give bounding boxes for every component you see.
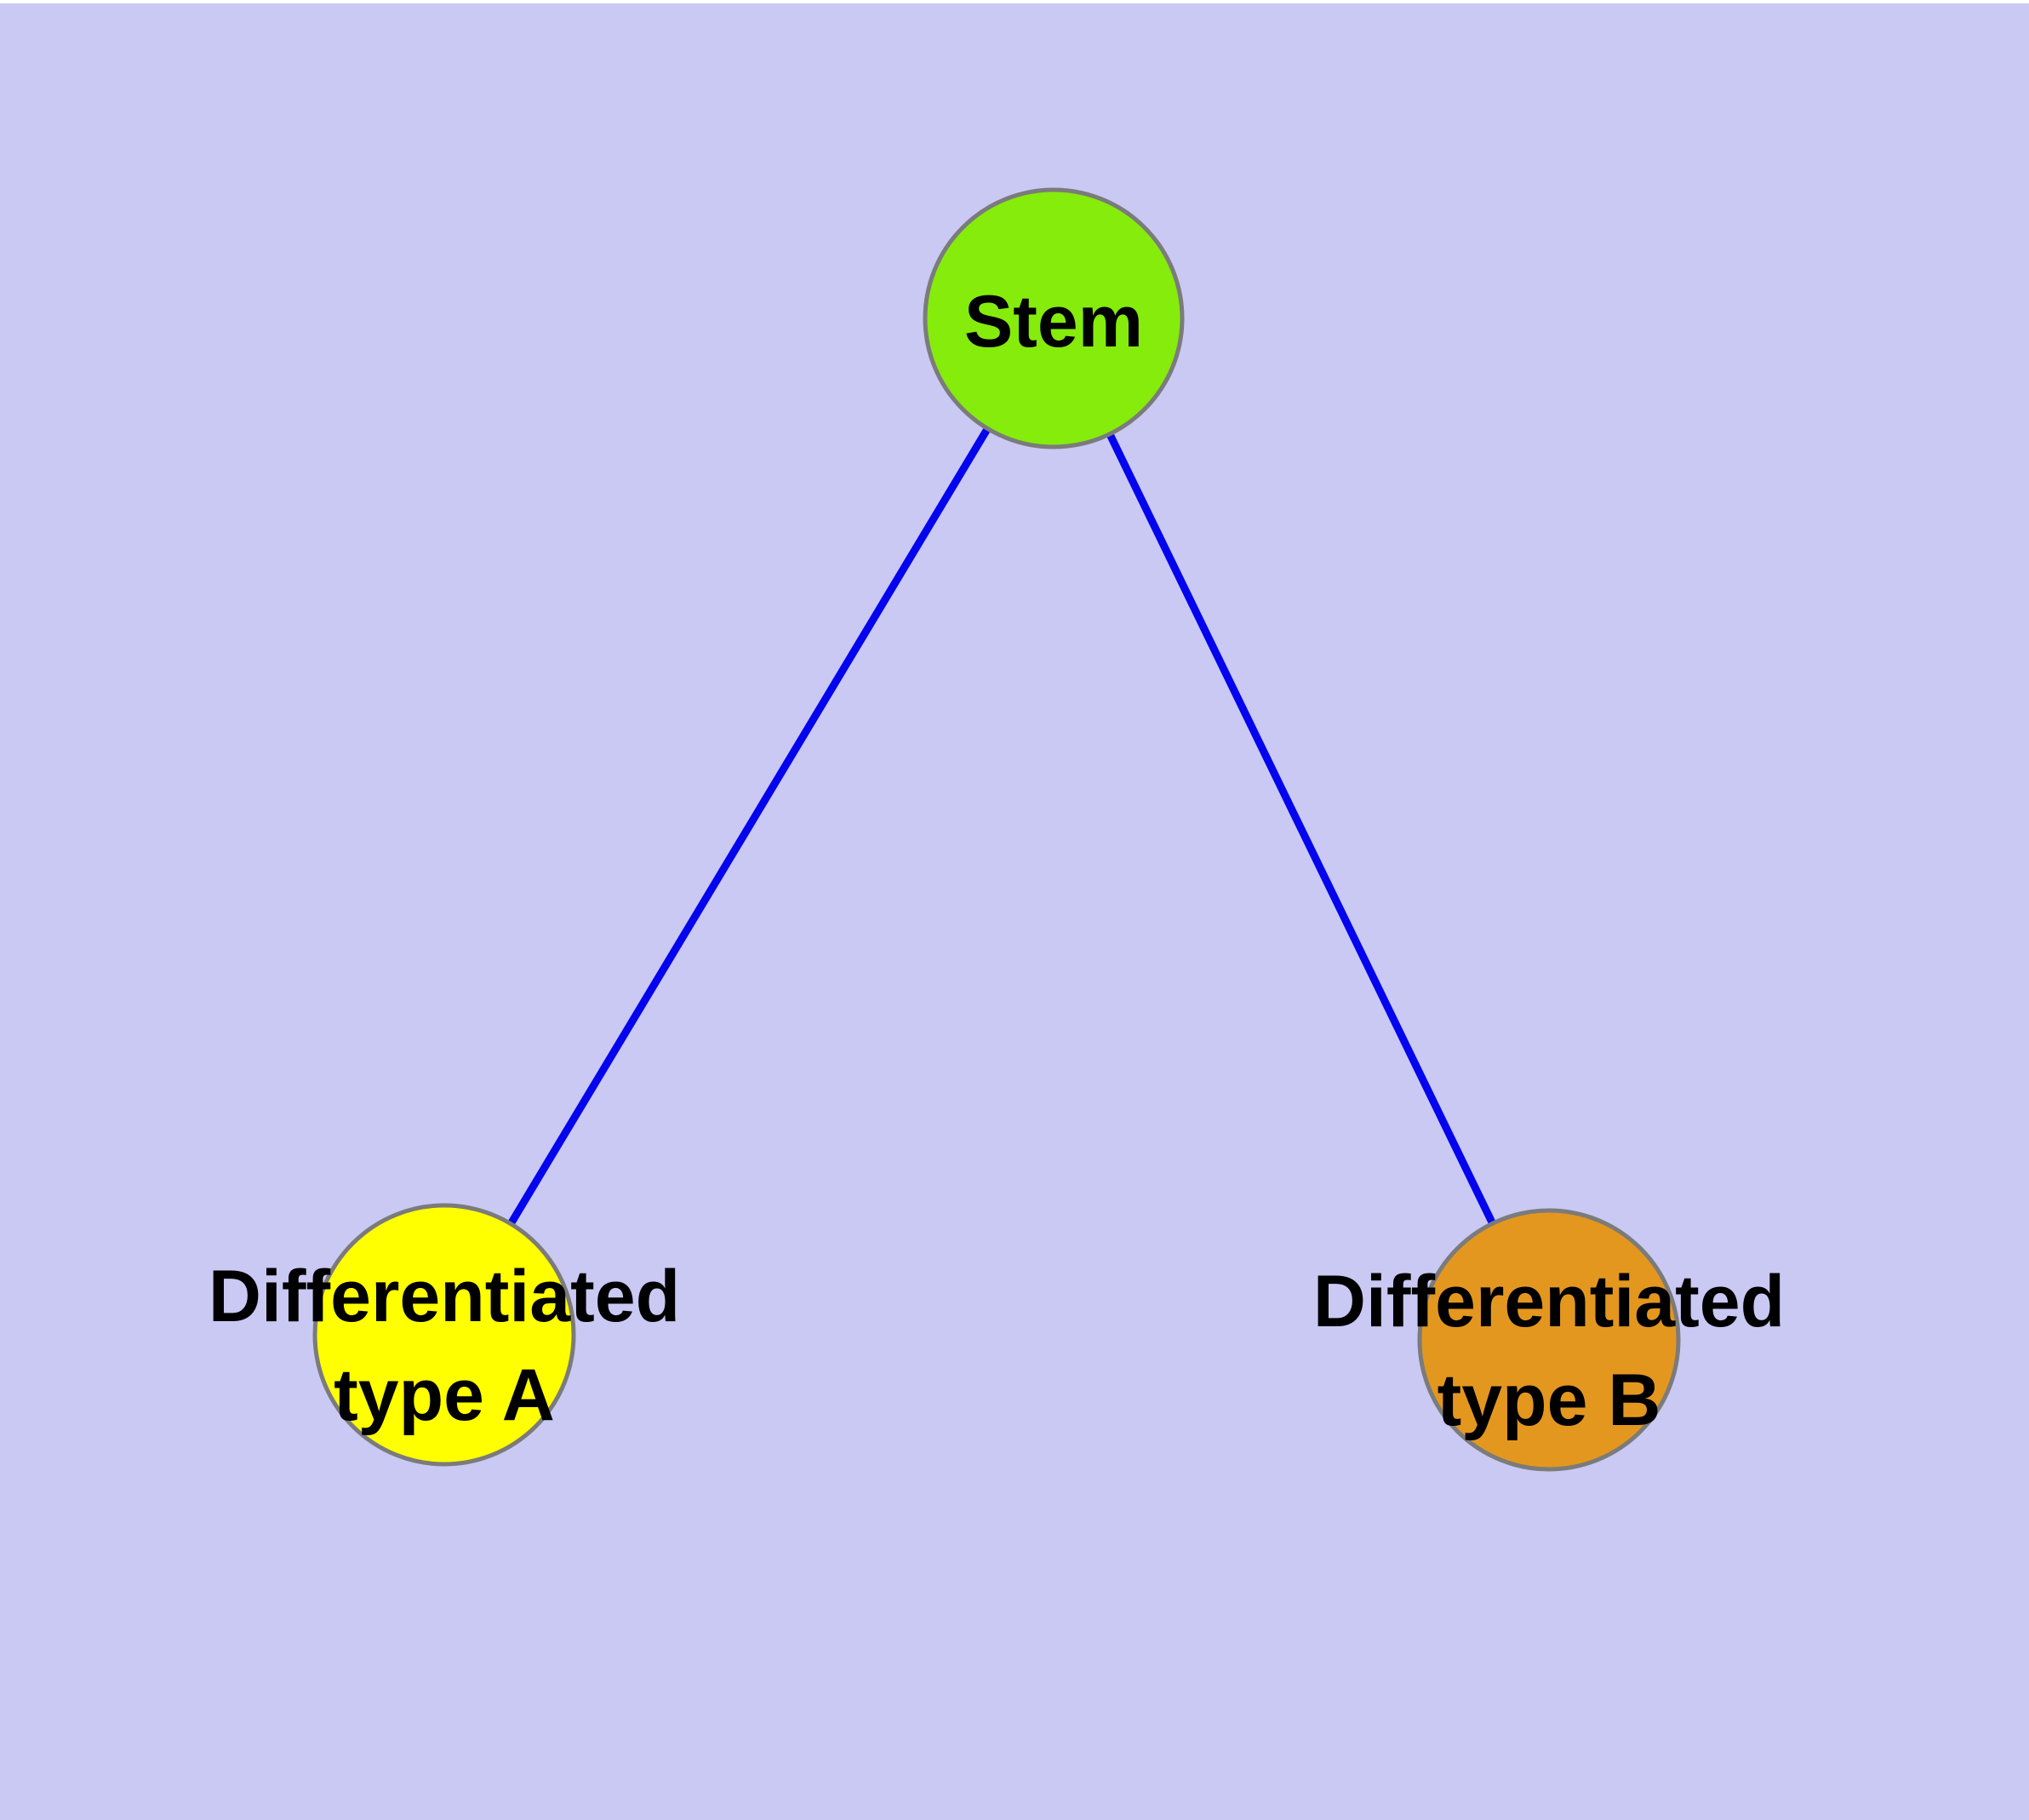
node-stem bbox=[923, 187, 1185, 449]
node-type-b-label-line1: Differentiated bbox=[1313, 1261, 1785, 1342]
node-type-a-label-line1: Differentiated bbox=[209, 1256, 680, 1337]
node-differentiated-type-b bbox=[1417, 1208, 1681, 1472]
edge-stem-to-type-a bbox=[441, 316, 1057, 1337]
node-type-a-label-line2: type A bbox=[334, 1354, 555, 1436]
node-differentiated-type-a bbox=[312, 1203, 576, 1467]
node-type-b-label-line2: type B bbox=[1437, 1359, 1661, 1441]
edge-stem-to-type-b bbox=[1049, 317, 1553, 1342]
node-stem-label: Stem bbox=[964, 281, 1143, 363]
